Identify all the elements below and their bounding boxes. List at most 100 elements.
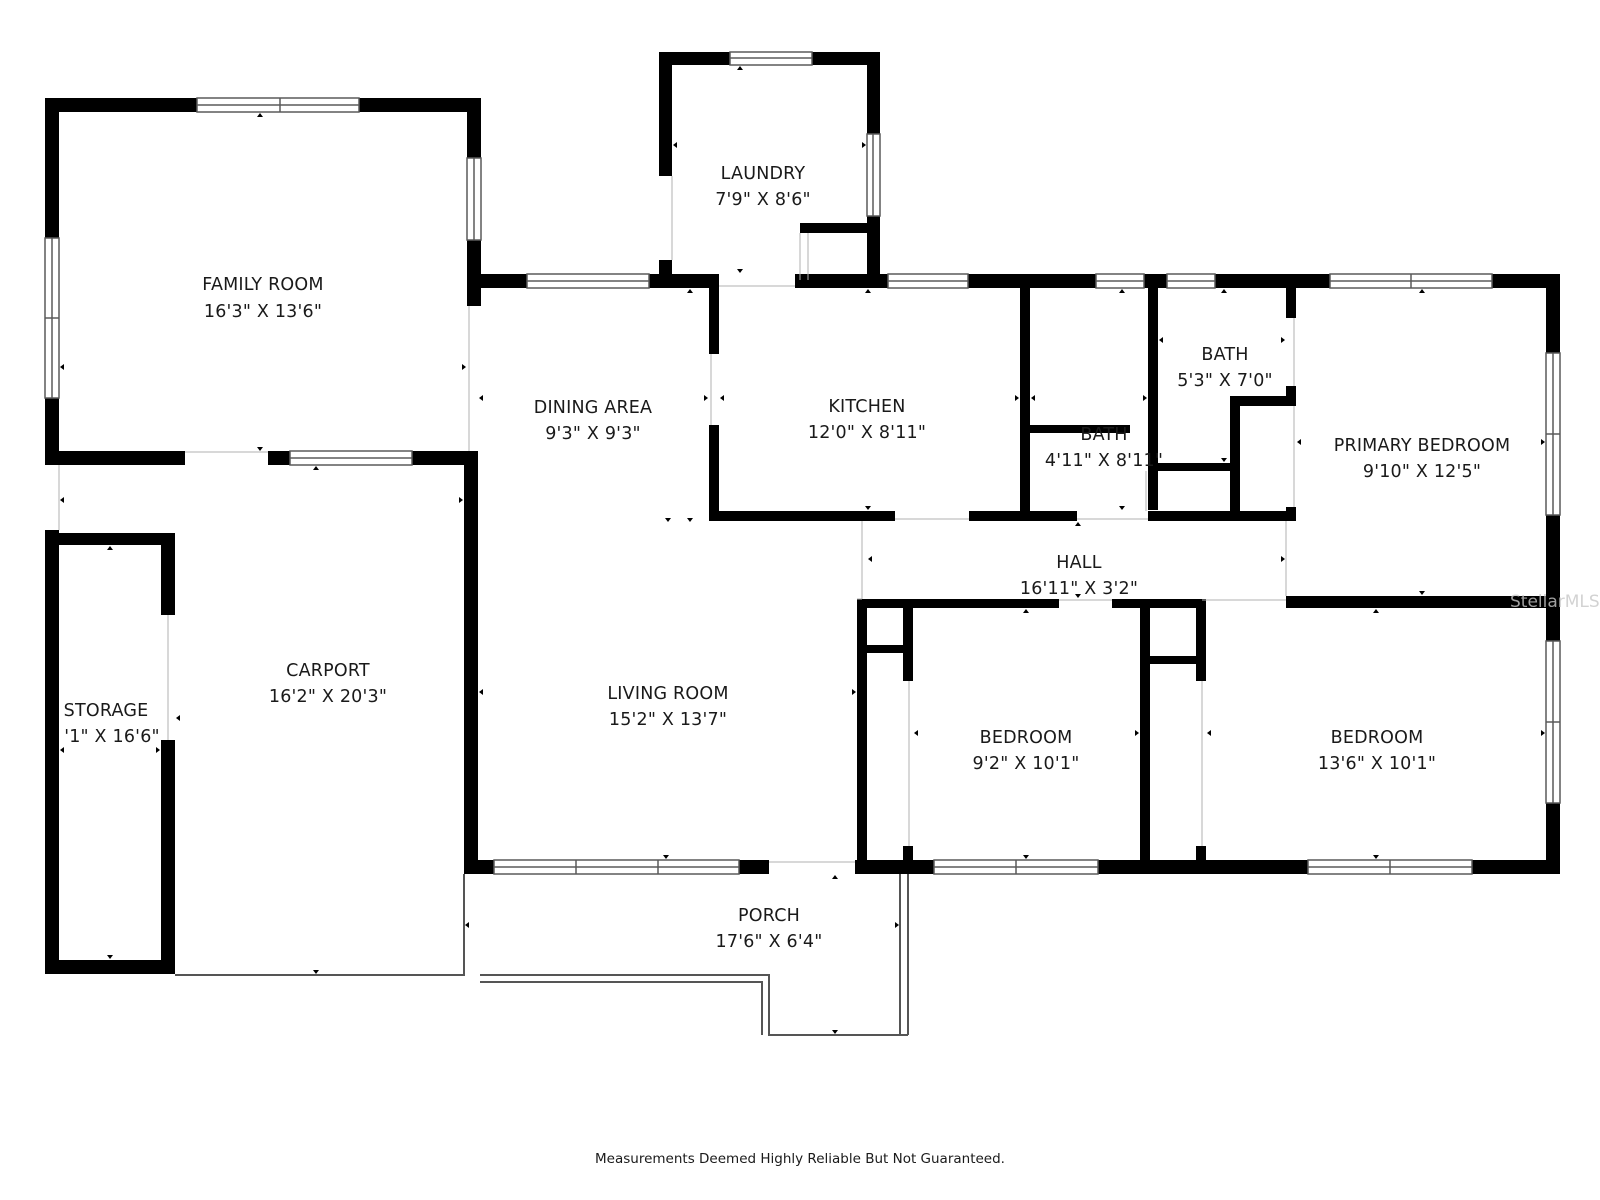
bath-main-dims: 5'3" X 7'0" [1177,371,1273,391]
marker [687,289,693,293]
windows [44,51,1561,875]
wall [1148,511,1294,521]
storage-dims: '1" X 16'6" [64,727,160,747]
marker [704,395,708,401]
wall [1286,507,1296,521]
marker [313,466,319,470]
marker [257,113,263,117]
marker [720,395,724,401]
marker [60,364,64,370]
family-room-dims: 16'3" X 13'6" [204,302,322,322]
marker [865,506,871,510]
bedroom-2-name: BEDROOM [1331,728,1424,748]
wall [1230,396,1294,406]
laundry-name: LAUNDRY [721,164,806,184]
marker [832,1030,838,1034]
wall [464,451,478,871]
marker [1119,506,1125,510]
wall [903,846,913,860]
wall [1150,656,1202,664]
marker [914,730,918,736]
primary-bedroom-name: PRIMARY BEDROOM [1334,436,1511,456]
wall [1020,274,1030,521]
bedroom-1-dims: 9'2" X 10'1" [973,754,1080,774]
hall-dims: 16'11" X 3'2" [1020,579,1138,599]
marker [1281,556,1285,562]
marker [865,289,871,293]
disclaimer: Measurements Deemed Highly Reliable But … [595,1151,1005,1167]
porch-outline [175,874,909,1036]
porch-name: PORCH [738,906,800,926]
bath-small-dims: 4'11" X 8'11" [1045,451,1163,471]
bath-main-name: BATH [1201,345,1248,365]
marker [1023,609,1029,613]
dining-area-name: DINING AREA [534,398,652,418]
wall [857,599,867,874]
marker [176,715,180,721]
marker [479,689,483,695]
marker [1541,439,1545,445]
marker [1119,289,1125,293]
wall [1286,596,1560,608]
carport-name: CARPORT [286,661,370,681]
marker [895,922,899,928]
marker [832,875,838,879]
kitchen-dims: 12'0" X 8'11" [808,423,926,443]
wall [709,274,719,354]
marker [479,395,483,401]
marker [1015,395,1019,401]
wall [709,511,895,521]
marker [1207,730,1211,736]
marker [1373,855,1379,859]
marker [663,855,669,859]
hall-name: HALL [1056,553,1101,573]
living-room-name: LIVING ROOM [607,684,728,704]
wall [45,960,175,974]
marker [1541,730,1545,736]
marker [107,546,113,550]
marker [462,364,466,370]
wall [1030,425,1130,433]
marker [1023,855,1029,859]
marker [156,747,160,753]
carport-dims: 16'2" X 20'3" [269,687,387,707]
bedroom-1-name: BEDROOM [980,728,1073,748]
marker [1373,609,1379,613]
marker [107,955,113,959]
marker [687,518,693,522]
wall [867,645,913,653]
wall [709,425,719,521]
marker [665,518,671,522]
wall [1158,463,1234,471]
wall [1286,274,1296,318]
dimension-markers [60,66,1545,1034]
watermark: StellarMLS [1510,592,1600,612]
wall [800,223,874,233]
wall [1112,599,1202,608]
marker [60,497,64,503]
marker [313,970,319,974]
wall [903,599,913,681]
marker [1031,395,1035,401]
marker [852,689,856,695]
marker [1135,730,1139,736]
marker [862,142,866,148]
marker [1075,522,1081,526]
marker [60,747,64,753]
wall [1196,846,1206,860]
wall [45,530,59,974]
bath-small-name: BATH [1080,425,1127,445]
porch-dims: 17'6" X 6'4" [716,932,823,952]
marker [459,497,463,503]
wall [1230,396,1240,514]
marker [1221,289,1227,293]
laundry-dims: 7'9" X 8'6" [715,190,811,210]
wall [161,740,175,974]
marker [1075,594,1081,598]
family-room-name: FAMILY ROOM [202,275,323,295]
dining-area-dims: 9'3" X 9'3" [545,424,641,444]
storage-name: STORAGE [64,701,149,721]
opening-lines [58,176,1295,863]
marker [737,66,743,70]
